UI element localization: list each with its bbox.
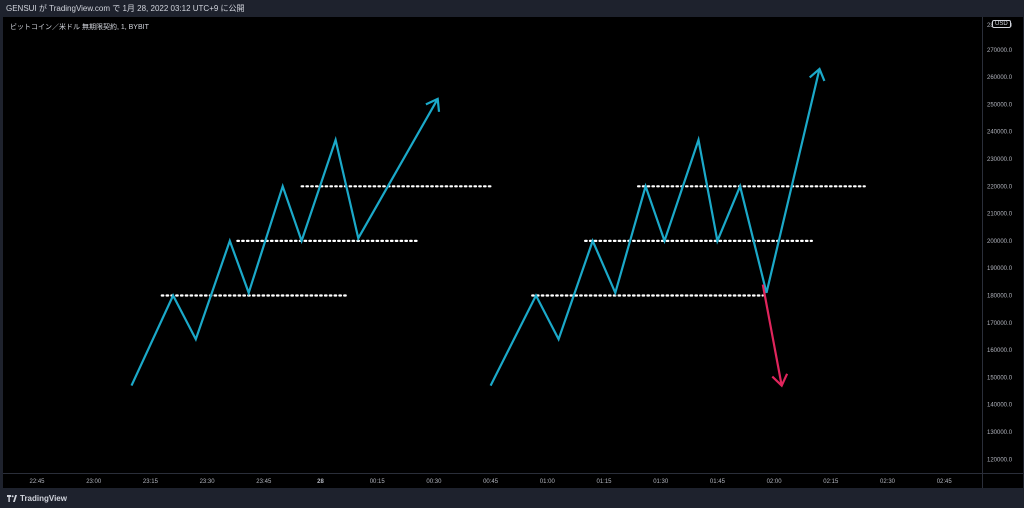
symbol-title[interactable]: ビットコイン／米ドル 無期限契約, 1, BYBIT <box>10 24 149 31</box>
price-tick-label: 250000.0 <box>987 102 1013 108</box>
time-tick-label: 02:00 <box>767 479 783 485</box>
price-tick-label: 140000.0 <box>987 403 1013 409</box>
time-tick-label: 02:45 <box>937 479 953 485</box>
price-ticks-layer: 270000.0 260000.0 250000.0 240000.0 230000.0… <box>987 23 1013 463</box>
zigzag-path-left-arrowhead <box>425 97 441 112</box>
price-tick-label: 260000.0 <box>987 75 1013 81</box>
time-tick-label: 23:30 <box>200 479 216 485</box>
down-arrow-path-arrowhead <box>771 373 789 388</box>
publish-info-text: GENSUI が TradingView.com で 1月 28, 2022 0… <box>6 4 245 13</box>
levels-layer <box>160 185 866 297</box>
price-tick-label: 230000.0 <box>987 157 1013 163</box>
price-tick-label: 180000.0 <box>987 294 1013 300</box>
time-tick-label: 01:15 <box>596 479 612 485</box>
price-tick-label: 220000.0 <box>987 184 1013 190</box>
time-tick-label: 23:00 <box>86 479 102 485</box>
zigzag-path-left[interactable] <box>130 98 439 387</box>
zigzag-path-right[interactable] <box>489 68 821 387</box>
price-tick-label: 270000.0 <box>987 48 1013 54</box>
price-tick-label: 160000.0 <box>987 348 1013 354</box>
footer-bar: TradingView <box>0 489 1024 508</box>
time-tick-label: 00:30 <box>426 479 442 485</box>
down-arrow-path[interactable] <box>761 284 783 386</box>
publish-header: GENSUI が TradingView.com で 1月 28, 2022 0… <box>0 0 1024 17</box>
time-tick-label: 00:45 <box>483 479 499 485</box>
time-tick-label: 00:15 <box>370 479 386 485</box>
series-layer <box>130 67 826 388</box>
time-tick-label: 28 <box>317 479 324 485</box>
price-tick-label: 170000.0 <box>987 321 1013 327</box>
time-tick-label: 01:30 <box>653 479 669 485</box>
time-tick-label: 22:45 <box>30 479 46 485</box>
price-tick-label: 240000.0 <box>987 130 1013 136</box>
zigzag-path-right-arrowhead <box>808 67 826 82</box>
price-axis[interactable] <box>982 17 1023 473</box>
price-tick-label: 150000.0 <box>987 375 1013 381</box>
tradingview-logo-icon <box>7 495 17 502</box>
time-tick-label: 01:45 <box>710 479 726 485</box>
time-tick-label: 01:00 <box>540 479 556 485</box>
price-tick-label: 210000.0 <box>987 212 1013 218</box>
axis-corner <box>982 473 1023 488</box>
currency-badge[interactable]: USD <box>992 20 1011 28</box>
time-tick-label: 02:30 <box>880 479 896 485</box>
time-tick-label: 23:15 <box>143 479 159 485</box>
price-tick-label: 120000.0 <box>987 457 1013 463</box>
chart-pane[interactable] <box>3 17 982 473</box>
price-tick-label: 200000.0 <box>987 239 1013 245</box>
price-tick-label: 130000.0 <box>987 430 1013 436</box>
time-ticks-layer: 22:45 23:00 23:15 23:30 23:45 28 00:15 00:30 00:… <box>30 479 953 485</box>
price-tick-label: 190000.0 <box>987 266 1013 272</box>
footer-brand[interactable]: TradingView <box>20 494 67 503</box>
time-tick-label: 02:15 <box>823 479 839 485</box>
time-tick-label: 23:45 <box>256 479 272 485</box>
time-axis[interactable] <box>3 473 982 488</box>
